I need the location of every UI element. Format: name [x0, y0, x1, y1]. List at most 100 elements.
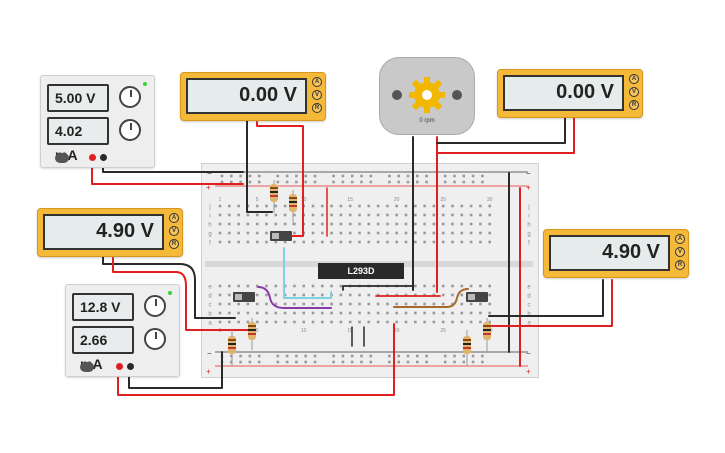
multimeter-top-left[interactable]: 0.00 V A V R [180, 72, 326, 121]
resistor[interactable] [483, 318, 491, 352]
row-letter: i [209, 214, 210, 220]
row-letter: b [527, 312, 531, 318]
mode-r-button[interactable]: R [169, 239, 179, 249]
column-number: 15 [347, 328, 353, 334]
rail-sign: − [207, 169, 212, 178]
mode-v-button[interactable]: V [312, 90, 322, 100]
psu-voltage-display: 5.00 V [47, 84, 109, 112]
rail-sign: − [526, 169, 531, 178]
row-letter: j [527, 205, 529, 211]
column-number: 30 [487, 197, 493, 203]
voltage-knob[interactable] [119, 86, 141, 108]
l293d-chip[interactable]: L293D [318, 263, 404, 279]
mode-v-button[interactable]: V [629, 87, 639, 97]
rail-sign: + [206, 183, 211, 192]
rail-sign: + [526, 367, 531, 376]
motor-gear-icon [392, 77, 462, 113]
multimeter-reading: 4.90 V [549, 235, 670, 271]
wire-black [342, 285, 414, 291]
row-letter: d [208, 294, 211, 300]
wire-red [256, 121, 304, 237]
mode-a-button[interactable]: A [312, 77, 322, 87]
multimeter-reading: 0.00 V [186, 78, 307, 114]
power-supply-top[interactable]: 5.00 V 4.02 mA [40, 75, 155, 168]
wire-black [436, 116, 566, 144]
row-letter: a [527, 321, 531, 327]
row-letter: g [527, 232, 530, 238]
power-led [168, 291, 172, 295]
rail-sign: − [207, 349, 212, 358]
wire-black [488, 279, 604, 317]
mode-a-button[interactable]: A [675, 234, 685, 244]
resistor[interactable] [463, 330, 471, 366]
wire-black [246, 119, 273, 213]
negative-jack[interactable] [127, 363, 134, 370]
row-letter: f [209, 241, 211, 247]
rail-sign: + [526, 183, 531, 192]
resistor[interactable] [228, 330, 236, 366]
multimeter-mid-right[interactable]: 4.90 V A V R [543, 229, 689, 278]
column-number: 15 [347, 197, 353, 203]
row-letter: b [208, 312, 212, 318]
row-letter: c [209, 303, 212, 309]
breadboard-holes [218, 174, 491, 364]
row-letter: h [208, 223, 211, 229]
slide-switch[interactable] [270, 231, 292, 241]
psu-current-display: 4.02 mA [47, 117, 109, 163]
row-letter: e [208, 285, 212, 291]
wire-red [117, 323, 395, 396]
wire-red [488, 279, 613, 327]
current-knob[interactable] [119, 119, 141, 141]
multimeter-mid-left[interactable]: 4.90 V A V R [37, 208, 183, 257]
power-switch[interactable] [80, 362, 94, 372]
mode-r-button[interactable]: R [675, 260, 685, 270]
wire-black [128, 351, 223, 389]
column-number: 25 [440, 328, 446, 334]
resistor[interactable] [270, 180, 278, 213]
mode-a-button[interactable]: A [629, 74, 639, 84]
row-letter: f [528, 241, 530, 247]
positive-jack[interactable] [116, 363, 123, 370]
column-number: 1 [219, 197, 222, 203]
mode-r-button[interactable]: R [312, 103, 322, 113]
negative-jack[interactable] [100, 154, 107, 161]
voltage-knob[interactable] [144, 295, 166, 317]
dc-motor[interactable]: 0 rpm [379, 57, 475, 135]
mode-v-button[interactable]: V [169, 226, 179, 236]
wire-red [436, 116, 575, 154]
row-letter: e [527, 285, 531, 291]
psu-current-display: 2.66 mA [72, 326, 134, 372]
rail-sign: − [526, 349, 531, 358]
column-number: 5 [256, 328, 259, 334]
power-switch[interactable] [55, 153, 69, 163]
column-number: 20 [394, 197, 400, 203]
wire-cyan [283, 247, 332, 299]
wire-black [102, 255, 236, 319]
row-letter: i [528, 214, 529, 220]
row-letter: h [527, 223, 530, 229]
power-supply-bottom[interactable]: 12.8 V 2.66 mA [65, 284, 180, 377]
row-letter: g [208, 232, 211, 238]
wire-red [112, 257, 251, 331]
positive-jack[interactable] [89, 154, 96, 161]
column-number: 10 [301, 328, 307, 334]
row-letter: a [208, 321, 212, 327]
rail-sign: + [206, 367, 211, 376]
column-number: 20 [394, 328, 400, 334]
mode-v-button[interactable]: V [675, 247, 685, 257]
multimeter-reading: 4.90 V [43, 214, 164, 250]
slide-switch[interactable] [466, 292, 488, 302]
slide-switch[interactable] [233, 292, 255, 302]
motor-speed: 0 rpm [419, 118, 435, 124]
row-letter: j [208, 205, 210, 211]
mode-r-button[interactable]: R [629, 100, 639, 110]
multimeter-top-right[interactable]: 0.00 V A V R [497, 69, 643, 118]
wire-brown [393, 288, 469, 308]
resistor[interactable] [289, 190, 297, 225]
resistor[interactable] [248, 318, 256, 350]
current-knob[interactable] [144, 328, 166, 350]
mode-a-button[interactable]: A [169, 213, 179, 223]
